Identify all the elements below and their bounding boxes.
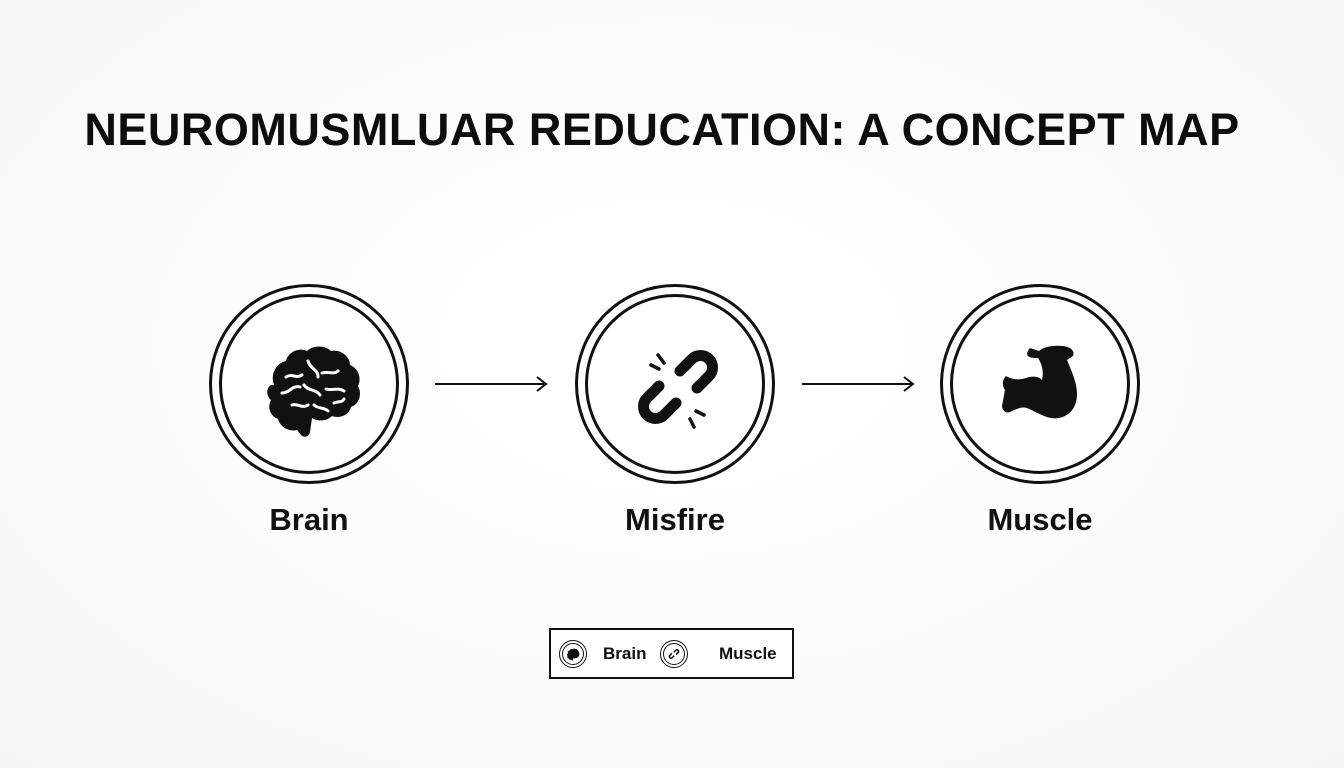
broken-link-icon (638, 350, 718, 429)
legend: Brain Muscle (549, 628, 794, 679)
diagram-title: NEUROMUSMLUAR REDUCATION: A CONCEPT MAP (84, 104, 1240, 155)
legend-label-brain: Brain (603, 644, 647, 663)
arrow-right-icon (802, 376, 915, 392)
brain-icon (567, 648, 580, 661)
legend-label-muscle: Muscle (719, 644, 777, 663)
flexed-arm-icon (1002, 345, 1077, 419)
node-muscle (940, 284, 1140, 484)
arrow-right-icon (435, 376, 548, 392)
brain-icon (267, 346, 360, 437)
node-label-brain: Brain (269, 502, 349, 537)
node-brain (209, 284, 409, 484)
legend-link-icon (660, 640, 688, 668)
node-misfire (575, 284, 775, 484)
node-label-muscle: Muscle (987, 502, 1093, 537)
legend-brain-icon (559, 640, 587, 668)
node-label-misfire: Misfire (625, 502, 725, 537)
broken-link-icon (668, 649, 680, 659)
